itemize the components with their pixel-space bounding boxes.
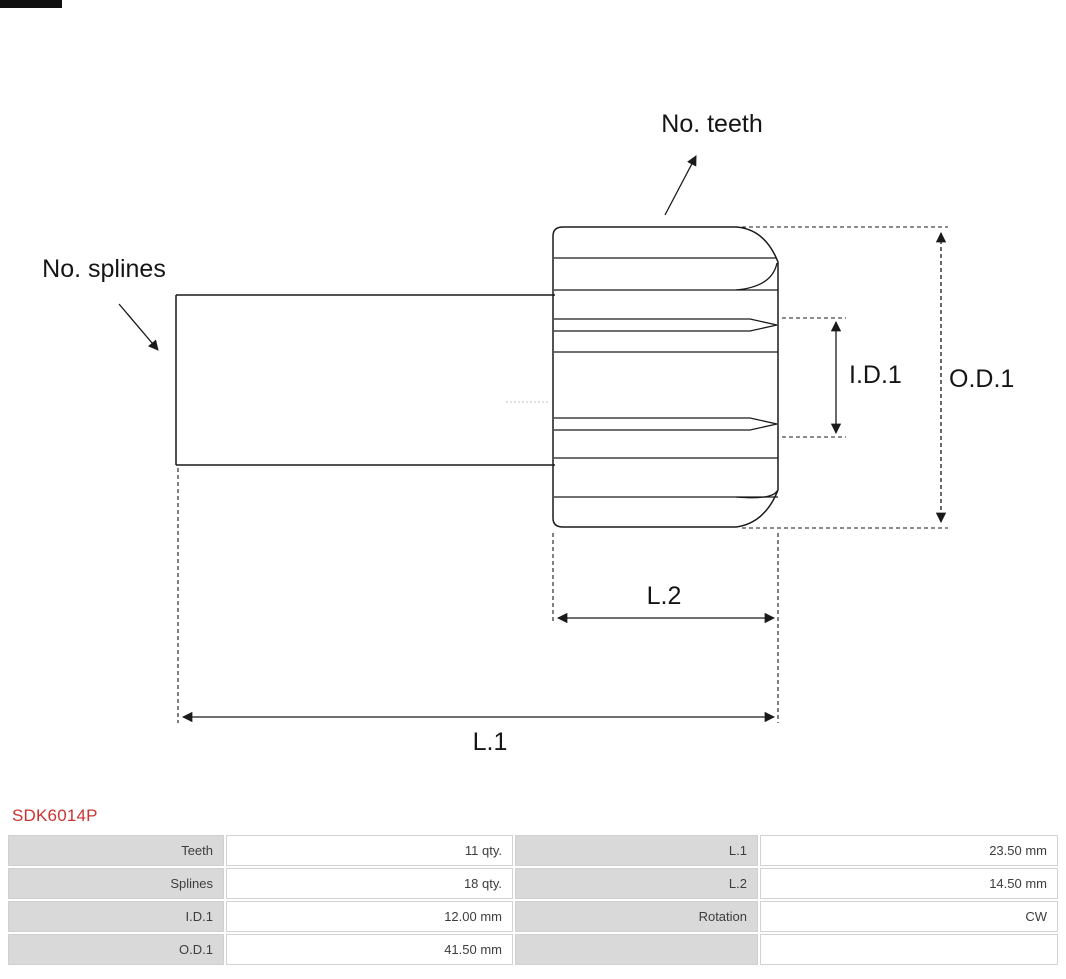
l1-label: L.1 — [473, 728, 508, 756]
spec-label-rotation: Rotation — [515, 901, 758, 932]
leader-no-teeth: No. teeth — [661, 110, 763, 216]
dimension-l2: L.2 — [552, 533, 779, 723]
spec-value-empty — [760, 934, 1058, 965]
spec-value-id1: 12.00 mm — [226, 901, 513, 932]
spec-label-l1: L.1 — [515, 835, 758, 866]
gear-outline — [552, 226, 779, 528]
spec-table: Teeth 11 qty. L.1 23.50 mm Splines 18 qt… — [8, 835, 1058, 965]
spec-label-id1: I.D.1 — [8, 901, 224, 932]
spec-value-l2: 14.50 mm — [760, 868, 1058, 899]
no-splines-label: No. splines — [42, 255, 166, 283]
spec-value-l1: 23.50 mm — [760, 835, 1058, 866]
tooth-arc-bottom — [735, 490, 778, 499]
dimension-od1: O.D.1 — [742, 226, 1014, 529]
l2-label: L.2 — [647, 582, 682, 610]
spec-label-splines: Splines — [8, 868, 224, 899]
no-teeth-label: No. teeth — [661, 110, 762, 138]
od1-label: O.D.1 — [949, 365, 1014, 393]
technical-drawing: O.D.1 I.D.1 L.2 L.1 No. teeth — [42, 110, 1014, 756]
spec-label-l2: L.2 — [515, 868, 758, 899]
spec-value-rotation: CW — [760, 901, 1058, 932]
tooth-chevron — [554, 318, 778, 332]
spec-value-teeth: 11 qty. — [226, 835, 513, 866]
dimension-id1: I.D.1 — [782, 317, 902, 438]
spec-value-od1: 41.50 mm — [226, 934, 513, 965]
tooth-arc-top — [735, 262, 778, 291]
corner-logo-strip — [0, 0, 62, 8]
spec-label-teeth: Teeth — [8, 835, 224, 866]
spec-label-od1: O.D.1 — [8, 934, 224, 965]
leader-no-splines: No. splines — [42, 255, 166, 351]
spec-label-empty — [515, 934, 758, 965]
dimension-l1: L.1 — [177, 468, 776, 756]
spec-value-splines: 18 qty. — [226, 868, 513, 899]
tooth-chevron — [554, 417, 778, 431]
id1-label: I.D.1 — [849, 361, 902, 389]
part-number: SDK6014P — [12, 806, 98, 825]
shaft-outline — [175, 294, 555, 466]
